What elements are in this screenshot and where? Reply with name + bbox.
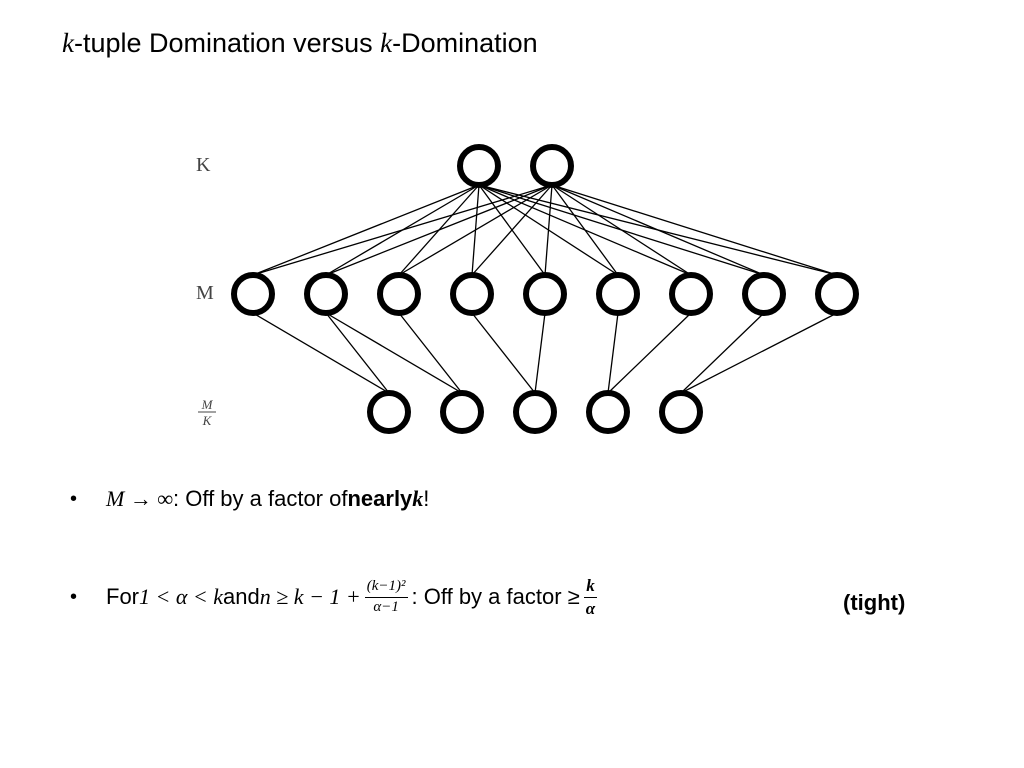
- bullet-dot: •: [70, 585, 78, 608]
- slide-title: k-tuple Domination versus k-Domination: [62, 28, 538, 59]
- title-var-k: k: [62, 28, 74, 58]
- edge-m1-b0: [325, 312, 390, 394]
- title-text-2: -Domination: [392, 28, 538, 58]
- edge-k1-m8: [551, 184, 838, 276]
- title-text-1: -tuple Domination versus: [73, 28, 381, 58]
- fraction-numerator: (k−1)²: [364, 578, 408, 598]
- layer-label-m: M: [196, 282, 214, 304]
- node-m-5: [596, 272, 640, 316]
- graph-nodes: [231, 144, 859, 434]
- edge-k1-m6: [551, 184, 692, 276]
- edge-m1-b1: [325, 312, 463, 394]
- node-m-1: [304, 272, 348, 316]
- node-mk-2: [513, 390, 557, 434]
- layer-label-k: K: [196, 154, 211, 176]
- edge-m6-b3: [607, 312, 692, 394]
- edge-k0-m0: [252, 184, 480, 276]
- node-k-0: [457, 144, 501, 188]
- node-m-0: [231, 272, 275, 316]
- node-m-4: [523, 272, 567, 316]
- node-mk-0: [367, 390, 411, 434]
- bullet-1-bold-var: k: [412, 486, 424, 511]
- bullet-1-end: !: [423, 486, 430, 511]
- edge-k1-m1: [325, 184, 553, 276]
- bullet-1-text: : Off by a factor of: [173, 486, 348, 511]
- edge-k1-m5: [551, 184, 619, 276]
- edge-k1-m4: [544, 184, 553, 276]
- edge-k1-m2: [398, 184, 553, 276]
- layer-label-den: K: [202, 413, 213, 428]
- edge-k1-m0: [252, 184, 553, 276]
- graph-edges: [252, 184, 838, 394]
- edge-m3-b2: [471, 312, 536, 394]
- edge-m7-b4: [680, 312, 765, 394]
- node-m-3: [450, 272, 494, 316]
- bullet-2-cond2: n ≥ k − 1 +: [259, 584, 361, 610]
- bullet-2-for: For: [106, 584, 139, 610]
- bullet-dot: •: [70, 487, 78, 510]
- node-m-2: [377, 272, 421, 316]
- bullet-1: • M → ∞: Off by a factor of nearly k!: [70, 486, 429, 512]
- bound-numerator: k: [584, 576, 597, 598]
- edge-m5-b3: [607, 312, 619, 394]
- layer-label-num: M: [201, 397, 214, 412]
- node-mk-1: [440, 390, 484, 434]
- node-mk-3: [586, 390, 630, 434]
- node-m-7: [742, 272, 786, 316]
- edge-m4-b2: [534, 312, 546, 394]
- edge-k1-m7: [551, 184, 765, 276]
- edge-k1-m3: [471, 184, 553, 276]
- node-m-8: [815, 272, 859, 316]
- bullet-1-math: M → ∞: [106, 486, 174, 511]
- bound-denominator: α: [585, 598, 596, 618]
- bullet-2-cond1: 1 < α < k: [139, 584, 224, 610]
- node-m-6: [669, 272, 713, 316]
- title-var-k-2: k: [380, 28, 393, 58]
- tight-note: (tight): [843, 590, 906, 615]
- node-mk-4: [659, 390, 703, 434]
- node-k-1: [530, 144, 574, 188]
- layer-label-m-over-k: M K: [198, 397, 216, 428]
- edge-m2-b1: [398, 312, 463, 394]
- bullet-1-bold: nearly: [347, 486, 413, 511]
- edge-m8-b4: [680, 312, 838, 394]
- bullet-2-and: and: [223, 584, 260, 610]
- bullet-2-text: : Off by a factor ≥: [411, 584, 580, 610]
- edge-m0-b0: [252, 312, 390, 394]
- fraction-denominator: α−1: [373, 598, 399, 615]
